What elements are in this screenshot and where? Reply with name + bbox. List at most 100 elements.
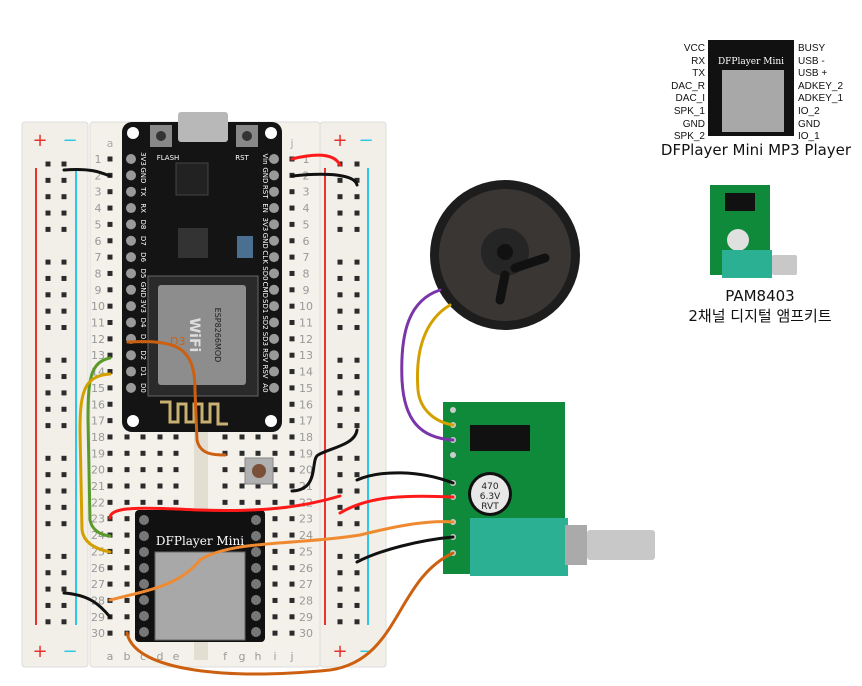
breadboard-hole[interactable] xyxy=(107,483,113,489)
breadboard-hole[interactable] xyxy=(289,303,295,309)
rail-hole[interactable] xyxy=(61,177,67,183)
breadboard-hole[interactable] xyxy=(107,418,113,424)
rail-hole[interactable] xyxy=(45,423,51,429)
rail-hole[interactable] xyxy=(61,455,67,461)
breadboard-hole[interactable] xyxy=(107,336,113,342)
breadboard-hole[interactable] xyxy=(289,581,295,587)
breadboard-hole[interactable] xyxy=(272,483,278,489)
breadboard-hole[interactable] xyxy=(107,287,113,293)
rail-hole[interactable] xyxy=(45,586,51,592)
rail-hole[interactable] xyxy=(61,472,67,478)
breadboard-hole[interactable] xyxy=(140,467,146,473)
rail-hole[interactable] xyxy=(337,455,343,461)
breadboard-hole[interactable] xyxy=(140,499,146,505)
rail-hole[interactable] xyxy=(354,357,360,363)
breadboard-hole[interactable] xyxy=(272,581,278,587)
breadboard-hole[interactable] xyxy=(289,548,295,554)
breadboard-hole[interactable] xyxy=(272,516,278,522)
rail-hole[interactable] xyxy=(354,308,360,314)
breadboard-hole[interactable] xyxy=(107,254,113,260)
breadboard-hole[interactable] xyxy=(289,401,295,407)
rail-hole[interactable] xyxy=(354,488,360,494)
rail-hole[interactable] xyxy=(354,586,360,592)
rail-hole[interactable] xyxy=(354,374,360,380)
breadboard-hole[interactable] xyxy=(157,467,163,473)
breadboard-hole[interactable] xyxy=(124,450,130,456)
breadboard-hole[interactable] xyxy=(124,467,130,473)
rail-hole[interactable] xyxy=(337,602,343,608)
breadboard-hole[interactable] xyxy=(107,565,113,571)
rail-hole[interactable] xyxy=(61,553,67,559)
rail-hole[interactable] xyxy=(45,619,51,625)
breadboard-hole[interactable] xyxy=(272,499,278,505)
rail-hole[interactable] xyxy=(337,406,343,412)
rail-hole[interactable] xyxy=(61,161,67,167)
rail-hole[interactable] xyxy=(45,602,51,608)
rail-hole[interactable] xyxy=(61,325,67,330)
breadboard-hole[interactable] xyxy=(173,483,179,489)
breadboard-hole[interactable] xyxy=(222,467,228,473)
rail-hole[interactable] xyxy=(61,226,67,232)
breadboard-hole[interactable] xyxy=(107,270,113,276)
rail-hole[interactable] xyxy=(45,521,51,527)
breadboard-hole[interactable] xyxy=(107,238,113,244)
rail-hole[interactable] xyxy=(354,455,360,461)
rail-hole[interactable] xyxy=(45,455,51,461)
rail-hole[interactable] xyxy=(337,586,343,592)
rail-hole[interactable] xyxy=(61,586,67,592)
breadboard-hole[interactable] xyxy=(107,352,113,358)
rail-hole[interactable] xyxy=(45,374,51,380)
rail-hole[interactable] xyxy=(61,504,67,510)
breadboard-hole[interactable] xyxy=(157,499,163,505)
breadboard-hole[interactable] xyxy=(272,630,278,636)
breadboard-hole[interactable] xyxy=(239,450,245,456)
breadboard-hole[interactable] xyxy=(124,565,130,571)
rail-hole[interactable] xyxy=(354,602,360,608)
rail-hole[interactable] xyxy=(337,194,343,200)
rail-hole[interactable] xyxy=(354,570,360,576)
breadboard-hole[interactable] xyxy=(157,450,163,456)
rail-hole[interactable] xyxy=(61,423,67,429)
breadboard-hole[interactable] xyxy=(173,434,179,440)
breadboard-hole[interactable] xyxy=(289,467,295,473)
rail-hole[interactable] xyxy=(45,406,51,412)
breadboard-hole[interactable] xyxy=(272,614,278,620)
rail-hole[interactable] xyxy=(45,504,51,510)
rail-hole[interactable] xyxy=(337,357,343,363)
breadboard-hole[interactable] xyxy=(289,336,295,342)
rail-hole[interactable] xyxy=(337,521,343,527)
breadboard-hole[interactable] xyxy=(272,565,278,571)
rail-hole[interactable] xyxy=(354,210,360,216)
breadboard-hole[interactable] xyxy=(239,483,245,489)
breadboard-hole[interactable] xyxy=(272,434,278,440)
potentiometer-shaft[interactable] xyxy=(587,530,655,560)
breadboard-hole[interactable] xyxy=(222,434,228,440)
rail-hole[interactable] xyxy=(354,553,360,559)
breadboard-hole[interactable] xyxy=(289,221,295,227)
breadboard-hole[interactable] xyxy=(289,614,295,620)
breadboard-hole[interactable] xyxy=(289,434,295,440)
breadboard-hole[interactable] xyxy=(289,352,295,358)
breadboard-hole[interactable] xyxy=(107,303,113,309)
breadboard-hole[interactable] xyxy=(289,254,295,260)
rail-hole[interactable] xyxy=(354,406,360,412)
rail-hole[interactable] xyxy=(45,275,51,281)
rail-hole[interactable] xyxy=(45,292,51,298)
rail-hole[interactable] xyxy=(45,210,51,216)
breadboard-hole[interactable] xyxy=(289,499,295,505)
rail-hole[interactable] xyxy=(45,194,51,200)
breadboard-hole[interactable] xyxy=(107,189,113,195)
breadboard-hole[interactable] xyxy=(124,483,130,489)
rail-hole[interactable] xyxy=(354,325,360,330)
breadboard-hole[interactable] xyxy=(107,385,113,391)
breadboard-hole[interactable] xyxy=(124,614,130,620)
rail-hole[interactable] xyxy=(337,275,343,281)
breadboard-hole[interactable] xyxy=(124,548,130,554)
rail-hole[interactable] xyxy=(61,308,67,314)
rail-hole[interactable] xyxy=(337,374,343,380)
breadboard-hole[interactable] xyxy=(124,597,130,603)
breadboard-hole[interactable] xyxy=(289,483,295,489)
rail-hole[interactable] xyxy=(61,521,67,527)
breadboard-hole[interactable] xyxy=(107,499,113,505)
breadboard-hole[interactable] xyxy=(107,630,113,636)
